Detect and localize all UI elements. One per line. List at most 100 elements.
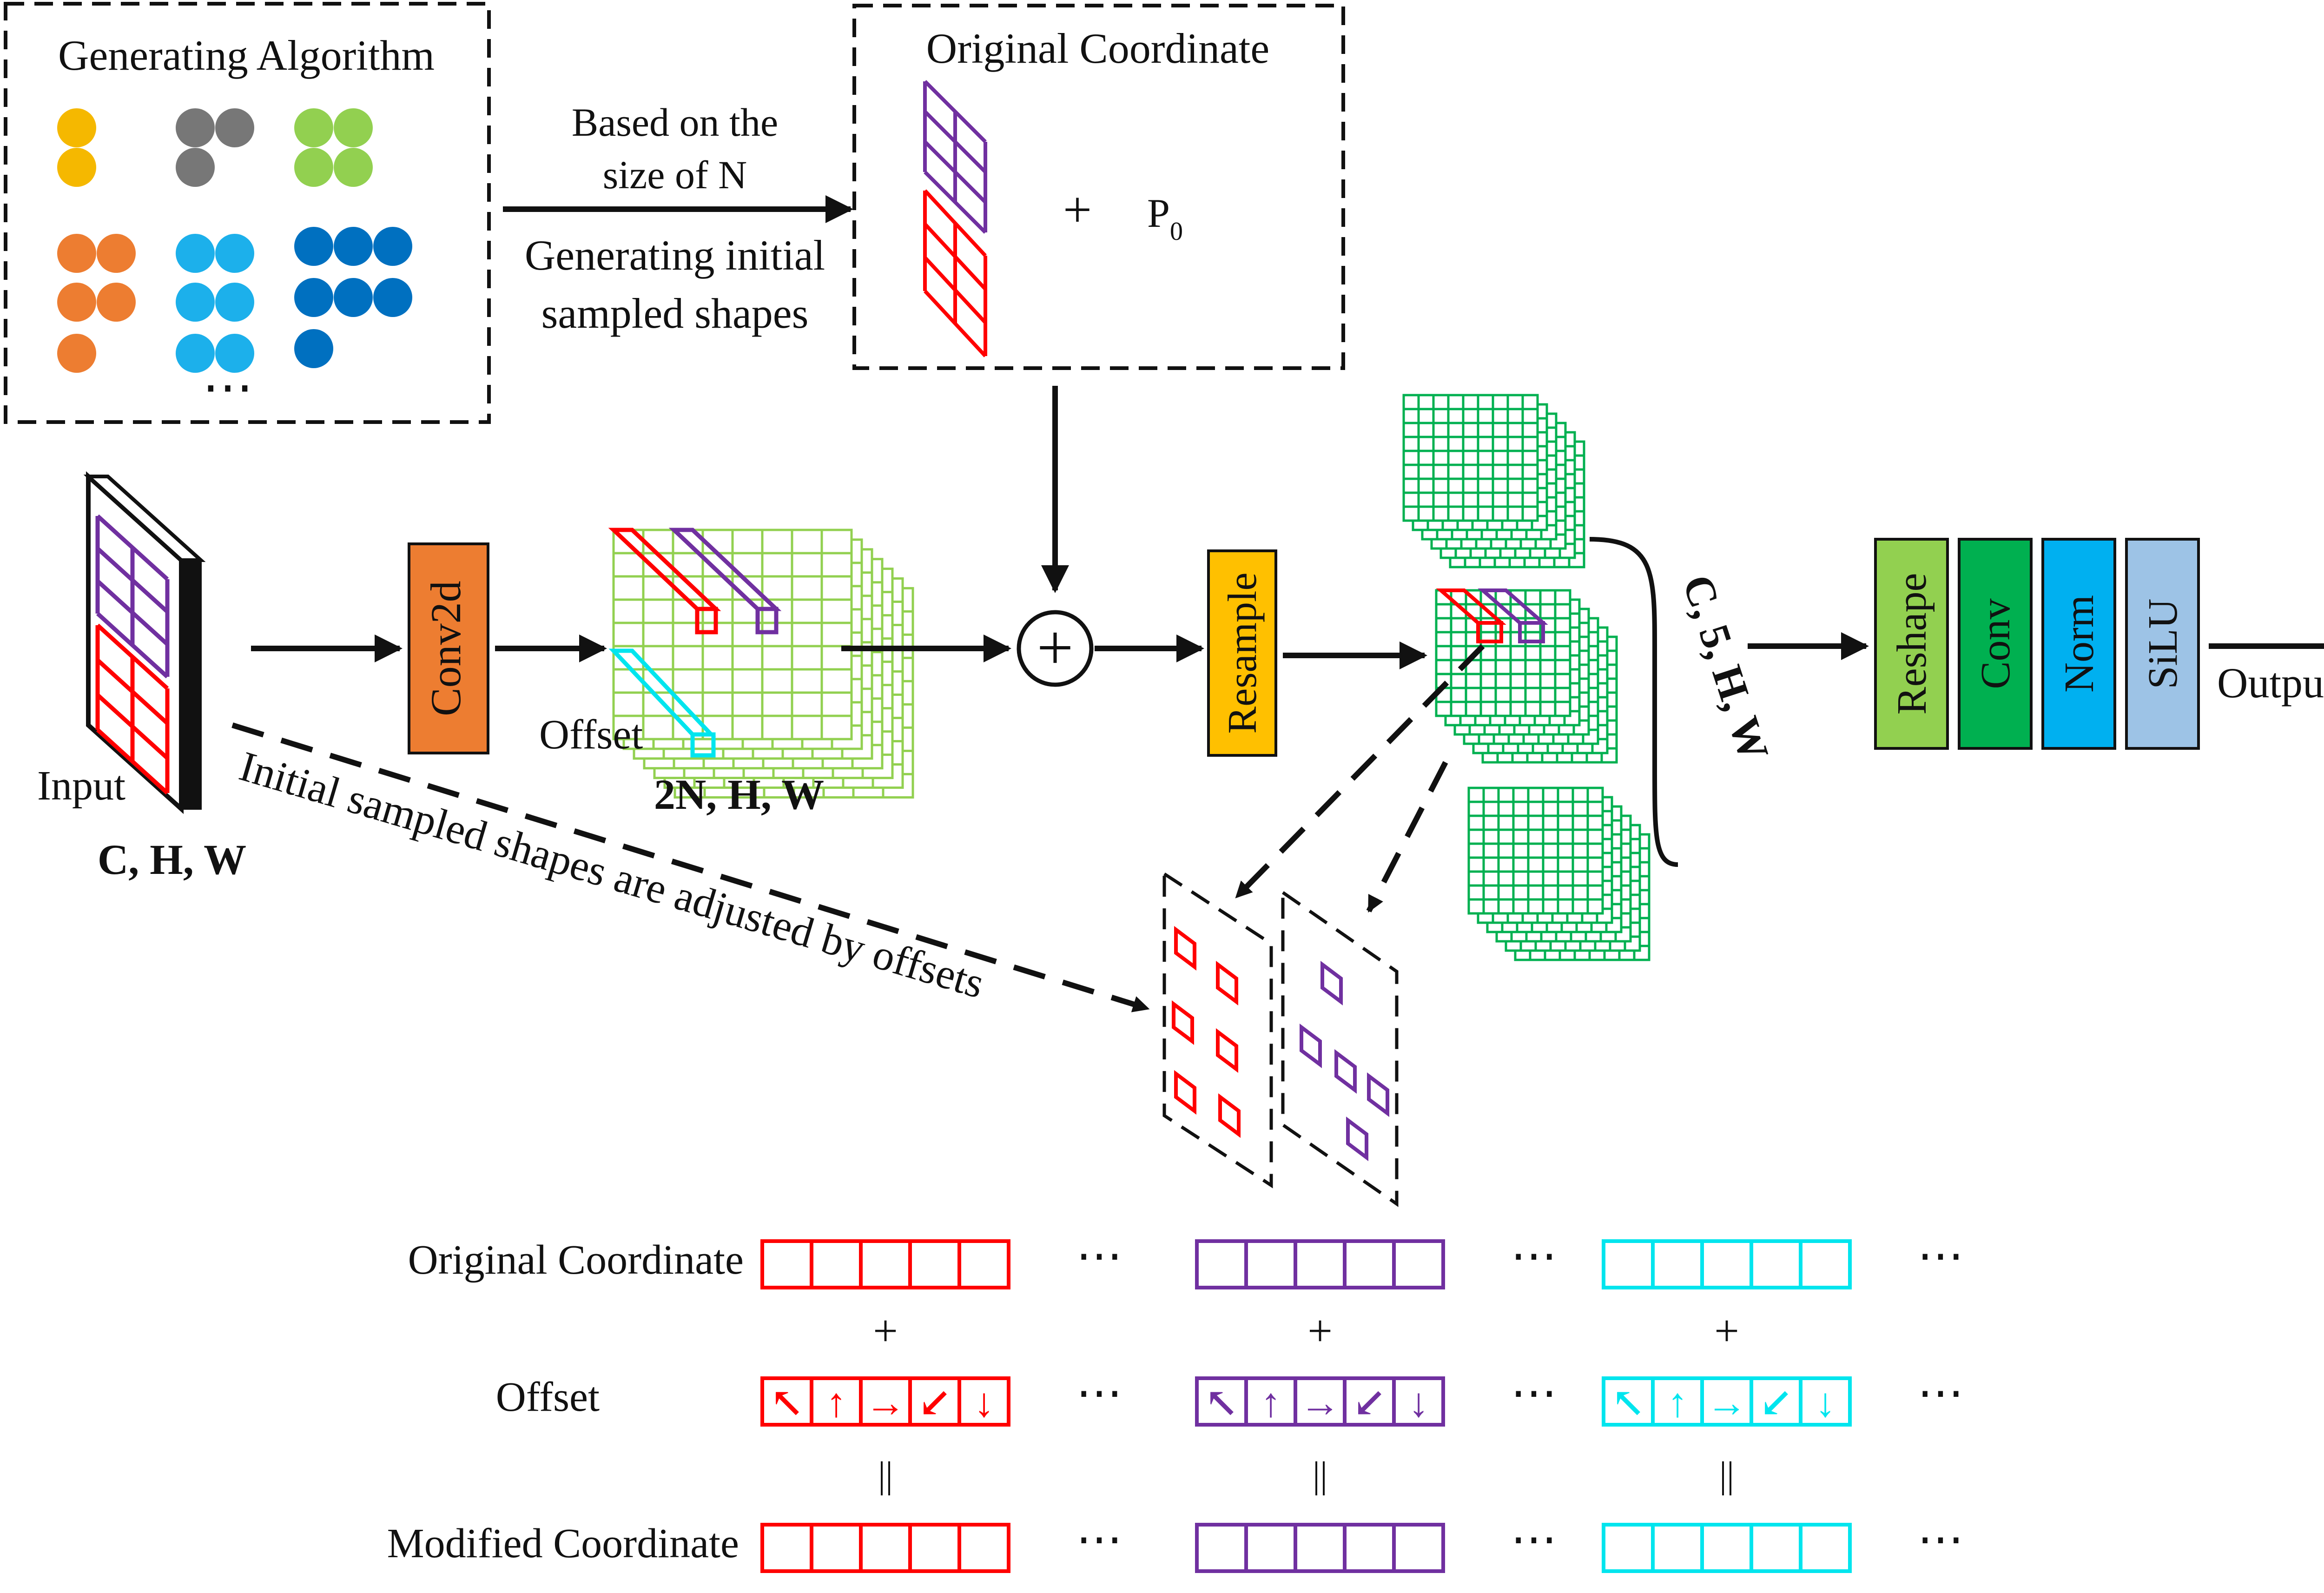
sample-dot <box>57 108 96 147</box>
table-equals: || <box>878 1455 893 1496</box>
sample-dot <box>176 234 215 273</box>
table-ellipsis: ⋯ <box>1917 1514 1964 1565</box>
table-cells <box>1195 1523 1445 1573</box>
red-deformed-cell <box>1218 1093 1241 1138</box>
sample-dot <box>334 278 373 317</box>
table-ellipsis: ⋯ <box>1511 1230 1557 1282</box>
table-cells <box>760 1523 1010 1573</box>
offset-red-strip-end <box>695 607 718 635</box>
bottom-stack <box>1467 787 1651 961</box>
table-cells <box>1602 1239 1852 1289</box>
pipeline-label-conv: Conv <box>1973 598 2019 689</box>
arrow-text-line2: size of N <box>603 152 747 197</box>
pipeline-label-silu: SiLU <box>2140 598 2186 689</box>
input-sample-shapes <box>95 514 170 795</box>
arrow-text-line4: sampled shapes <box>541 290 809 337</box>
generating-ellipsis: ⋯ <box>202 359 253 416</box>
sample-dot <box>294 227 333 266</box>
table-cell-frame <box>1195 1376 1445 1427</box>
sample-dot <box>176 108 215 147</box>
original-coordinate-box: Original Coordinate + P0 <box>852 4 1345 370</box>
sample-dot <box>294 278 333 317</box>
offset-arrow-glyph: → <box>865 1381 906 1426</box>
input-dims: C, H, W <box>98 836 246 883</box>
offset-feature-block <box>608 528 914 799</box>
sample-dot <box>176 148 215 187</box>
purple-deformed-cell <box>1334 1049 1357 1094</box>
sample-dot <box>176 334 215 373</box>
offset-arrow-glyph: ↑ <box>826 1381 846 1426</box>
conv2d-block: Conv2d <box>408 542 489 754</box>
table-cell-frame <box>760 1376 1010 1427</box>
sample-dot <box>294 108 333 147</box>
offset-cyan-strip-end <box>690 732 716 758</box>
table-plus: + <box>1307 1306 1333 1355</box>
sample-dot <box>294 329 333 368</box>
generating-algorithm-box: Generating Algorithm ⋯ <box>4 2 491 424</box>
output-label: Output <box>2217 659 2324 707</box>
pipeline-label-reshape: Reshape <box>1889 573 1935 715</box>
generating-algorithm-title: Generating Algorithm <box>58 32 435 79</box>
sample-dot <box>334 227 373 266</box>
adjust-dashed-arrow <box>231 722 1150 1012</box>
offset-block-label: Offset <box>539 712 643 758</box>
sample-dot <box>57 334 96 373</box>
sample-dot <box>215 234 254 273</box>
offset-arrow-glyph: ↓ <box>974 1381 994 1426</box>
offset-arrow-glyph: ↑ <box>1667 1381 1688 1426</box>
red-deformed-cell <box>1174 1070 1196 1115</box>
conv2d-label: Conv2d <box>422 581 469 716</box>
offset-arrow-glyph: ↑ <box>1261 1381 1281 1426</box>
table-equals: || <box>1719 1455 1734 1496</box>
purple-deformed-cell <box>1367 1072 1389 1117</box>
offset-arrow-glyph: ↖ <box>770 1381 804 1426</box>
resample-box <box>1207 549 1277 757</box>
sample-dot <box>215 108 254 147</box>
sample-dot <box>294 148 333 187</box>
table-row-label: Original Coordinate <box>408 1237 744 1283</box>
stack-red-strip-end <box>1476 621 1503 643</box>
top-stack-frame <box>1402 394 1539 522</box>
p0-label: P0 <box>1147 191 1183 246</box>
pipeline-block-norm: Norm <box>2041 538 2116 750</box>
arrow-text-line3: Generating initial <box>525 231 825 279</box>
table-ellipsis: ⋯ <box>1076 1514 1122 1565</box>
table-cell-frame <box>1602 1523 1852 1573</box>
red-deformed-cell <box>1216 961 1238 1005</box>
offset-arrow-glyph: ↓ <box>1408 1381 1429 1426</box>
offset-arrow-glyph: → <box>1706 1381 1747 1426</box>
sample-dot <box>57 148 96 187</box>
table-ellipsis: ⋯ <box>1076 1367 1122 1419</box>
original-sample-shapes <box>923 80 987 357</box>
original-coordinate-title: Original Coordinate <box>926 25 1269 72</box>
offset-arrow-glyph: ↙ <box>1352 1381 1386 1426</box>
red-deformed-cell <box>1216 1028 1238 1073</box>
table-ellipsis: ⋯ <box>1511 1367 1557 1419</box>
table-cell-frame <box>760 1523 1010 1573</box>
sample-dot <box>334 148 373 187</box>
purple-deformed-cell <box>1300 1024 1322 1068</box>
concat-brace <box>1589 537 1678 867</box>
gen-arrow-text: Based on the size of N Generating initia… <box>525 100 825 337</box>
purple-deformed-plane <box>1281 889 1399 1207</box>
purple-deformed-cell <box>1320 961 1343 1005</box>
table-cell-frame <box>1602 1376 1852 1427</box>
table-ellipsis: ⋯ <box>1076 1230 1122 1282</box>
top-stack <box>1402 394 1585 568</box>
table-cells: ↖↑→↙↓ <box>760 1376 1010 1427</box>
sample-dot <box>373 227 412 266</box>
sum-node: + <box>1017 610 1094 687</box>
table-ellipsis: ⋯ <box>1511 1514 1557 1565</box>
pipeline-block-reshape: Reshape <box>1874 538 1949 750</box>
sample-dot <box>373 278 412 317</box>
red-deformed-cell <box>1172 1000 1194 1045</box>
table-cells <box>1602 1523 1852 1573</box>
table-ellipsis: ⋯ <box>1917 1230 1964 1282</box>
offset-purple-strip-end <box>755 607 779 635</box>
resample-label: Resample <box>1220 572 1265 734</box>
sample-dot <box>97 234 136 273</box>
table-equals: || <box>1313 1455 1327 1496</box>
